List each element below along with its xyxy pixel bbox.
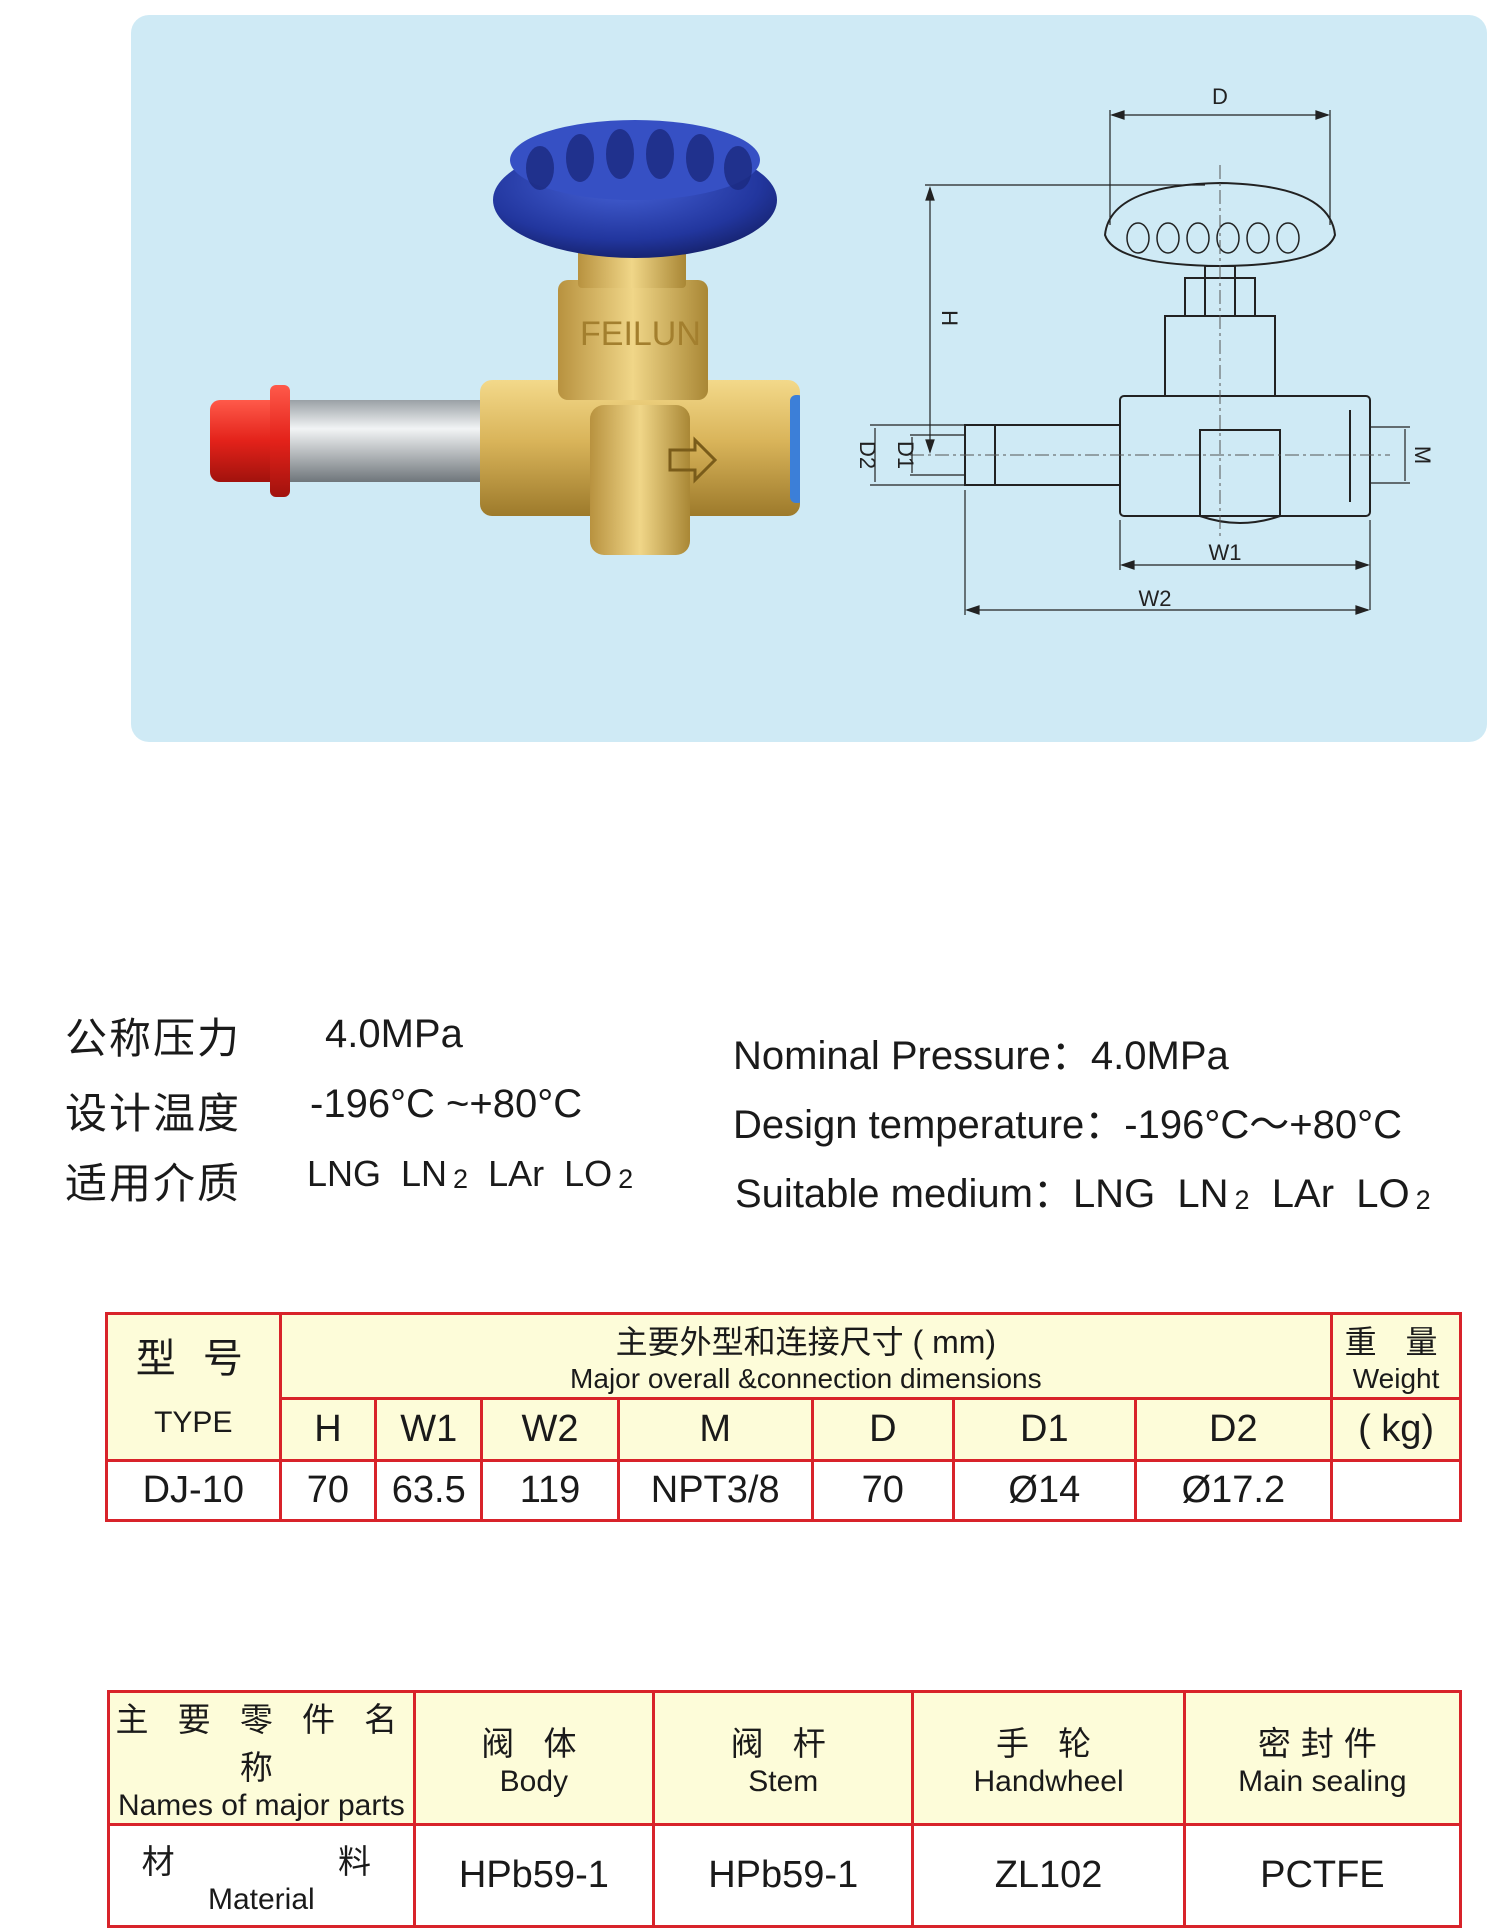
cell-h: 70 — [278, 1459, 378, 1522]
parts-table: 主 要 零 件 名 称 Names of major parts 阀 体 Bod… — [107, 1690, 1463, 1928]
cell-d2: Ø17.2 — [1133, 1459, 1334, 1522]
cell-weight — [1330, 1459, 1462, 1522]
dim-label-m: M — [1410, 446, 1435, 464]
dim-label-d2: D2 — [855, 441, 880, 469]
brand-mark: FEILUN — [580, 315, 701, 353]
dimensions-header: 主要外型和连接尺寸 ( mm) Major overall &connectio… — [278, 1312, 1334, 1400]
weight-header: 重 量 Weight — [1330, 1312, 1462, 1400]
spec-en-temperature: Design temperature：-196°C～+80°C — [733, 1103, 1402, 1147]
spec-cn-medium-label: 适用介质 — [65, 1160, 242, 1207]
cell-m: NPT3/8 — [616, 1459, 814, 1522]
spec-cn-temperature-label: 设计温度 — [65, 1090, 242, 1137]
cell-d1: Ø14 — [952, 1459, 1137, 1522]
col-header-d: D — [810, 1397, 956, 1462]
dimension-table: 型 号 TYPE 主要外型和连接尺寸 ( mm) Major overall &… — [105, 1312, 1462, 1522]
col-header-m: M — [616, 1397, 814, 1462]
col-header-weight-unit: ( kg) — [1330, 1397, 1462, 1462]
product-panel — [131, 15, 1487, 742]
cell-w1: 63.5 — [374, 1459, 484, 1522]
material-stem: HPb59-1 — [652, 1823, 915, 1928]
cell-type: DJ-10 — [105, 1459, 282, 1522]
dim-label-h: H — [937, 310, 962, 326]
cell-d: 70 — [810, 1459, 956, 1522]
table-row: 材 料 Material HPb59-1 HPb59-1 ZL102 PCTFE — [107, 1823, 1463, 1928]
cell-w2: 119 — [480, 1459, 620, 1522]
part-handwheel-header: 手 轮 Handwheel — [911, 1690, 1186, 1826]
material-label: 材 料 Material — [107, 1823, 416, 1928]
part-sealing-header: 密封件 Main sealing — [1182, 1690, 1463, 1826]
parts-header: 主 要 零 件 名 称 Names of major parts — [107, 1690, 416, 1826]
dimension-drawing: D H D2 D1 M W1 W2 — [855, 84, 1435, 615]
type-header: 型 号 TYPE — [105, 1312, 282, 1462]
dim-label-w1: W1 — [1209, 540, 1242, 565]
material-handwheel: ZL102 — [911, 1823, 1186, 1928]
dim-label-d1: D1 — [893, 441, 918, 469]
material-sealing: PCTFE — [1182, 1823, 1463, 1928]
col-header-h: H — [278, 1397, 378, 1462]
valve-photo: FEILUN — [210, 120, 800, 555]
dim-label-w2: W2 — [1139, 586, 1172, 611]
col-header-d2: D2 — [1133, 1397, 1334, 1462]
table-row: DJ-10 70 63.5 119 NPT3/8 70 Ø14 Ø17.2 — [105, 1459, 1462, 1522]
spec-cn-pressure-label: 公称压力 — [65, 1015, 242, 1062]
part-body-header: 阀 体 Body — [412, 1690, 656, 1826]
col-header-w1: W1 — [374, 1397, 484, 1462]
dim-label-d: D — [1212, 84, 1228, 109]
spec-en-pressure: Nominal Pressure：4.0MPa — [733, 1034, 1229, 1078]
part-stem-header: 阀 杆 Stem — [652, 1690, 915, 1826]
spec-cn-temperature-value: -196°C ~+80°C — [310, 1082, 583, 1126]
col-header-w2: W2 — [480, 1397, 620, 1462]
col-header-d1: D1 — [952, 1397, 1137, 1462]
material-body: HPb59-1 — [412, 1823, 656, 1928]
spec-cn-pressure-value: 4.0MPa — [325, 1012, 463, 1056]
